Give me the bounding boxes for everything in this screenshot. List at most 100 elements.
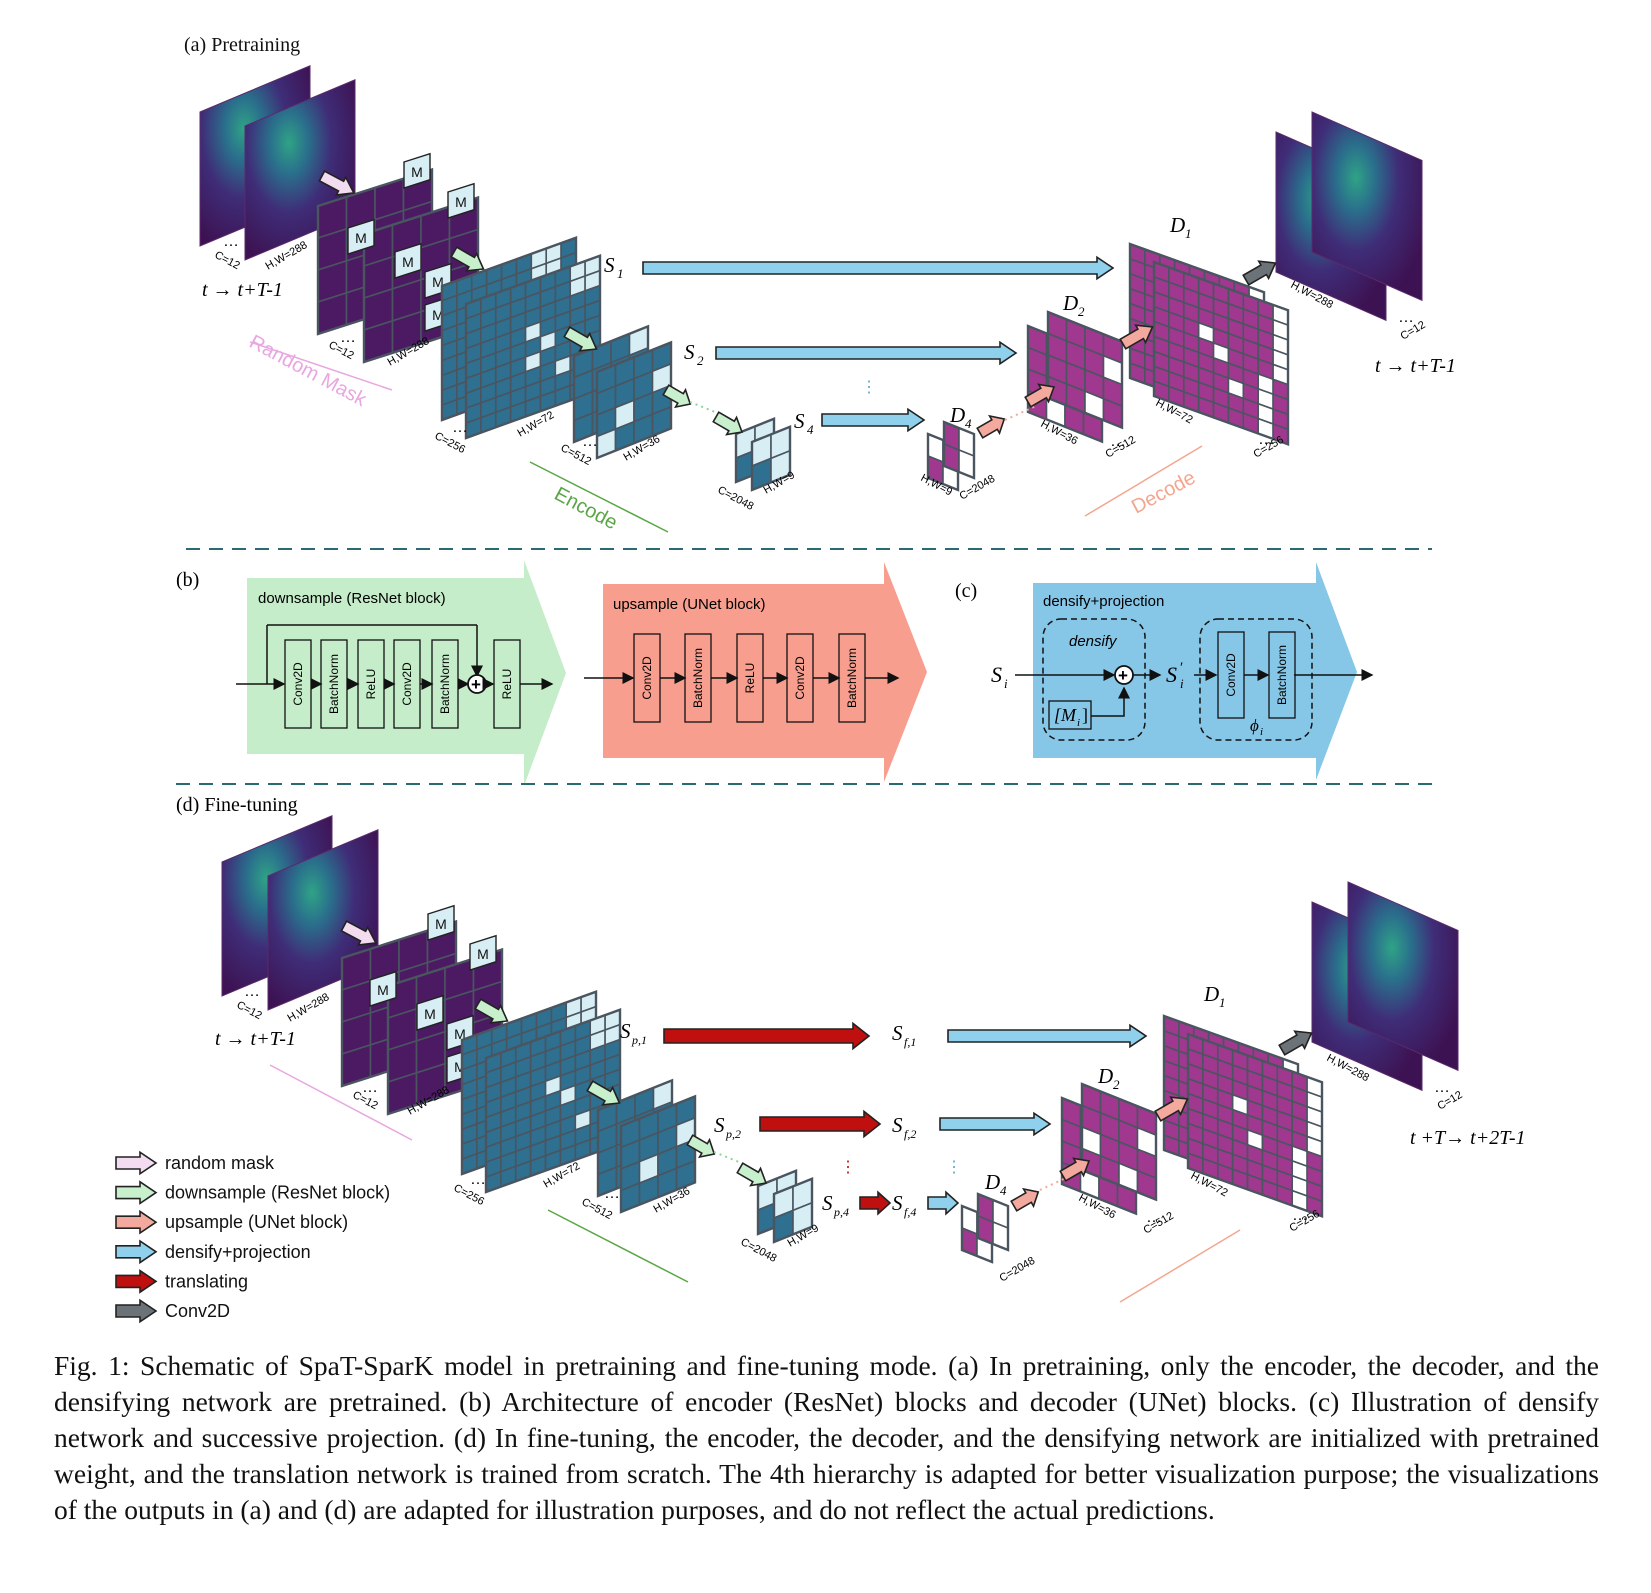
- d-output-ellipsis: …: [1434, 1079, 1450, 1096]
- panel-d-encode-line: [547, 1209, 689, 1283]
- block-label: ReLU: [743, 663, 757, 694]
- arrow-random-mask: [318, 170, 356, 196]
- mask-letter: M: [477, 946, 489, 962]
- legend-label-1: random mask: [165, 1153, 275, 1173]
- arrow-translate-1: [663, 1021, 871, 1051]
- d-dec-label-d2: D 2: [1097, 1064, 1120, 1092]
- skip-s2-sub: 2: [697, 353, 704, 368]
- legend-label-2: downsample (ResNet block): [165, 1183, 390, 1203]
- densify-label: densify: [1069, 633, 1118, 650]
- arrow-translate-4: [859, 1190, 892, 1216]
- masked-ellipsis: …: [340, 329, 356, 346]
- block-label: BatchNorm: [438, 654, 452, 714]
- si-sub: i: [1004, 676, 1008, 691]
- panel-d-encoder-3: [756, 1169, 814, 1244]
- d-arrow-random-mask: [340, 920, 378, 946]
- mask-m-3: M: [447, 182, 475, 219]
- panel-d-label: (d) Fine-tuning: [176, 794, 298, 816]
- panel-d-time-in: t → t+T-1: [215, 1028, 296, 1050]
- sp4-main: S: [822, 1191, 833, 1215]
- dec-d4-main: D: [949, 403, 965, 427]
- mask-letter: M: [435, 916, 447, 932]
- d-enc-dotted: [713, 1151, 745, 1165]
- block-label: BatchNorm: [845, 648, 859, 708]
- mask-letter: M: [454, 1026, 466, 1042]
- legend-item-2: downsample (ResNet block): [115, 1180, 390, 1205]
- panel-c-label: (c): [955, 580, 977, 602]
- panel-d-random-mask-line: [269, 1064, 413, 1141]
- sp1-label: S p,1: [620, 1019, 647, 1047]
- legend-label-4: densify+projection: [165, 1242, 311, 1262]
- panel-d-red-dots: ⋮: [840, 1159, 856, 1176]
- d-arrow-down-2: [586, 1080, 621, 1106]
- legend-label-3: upsample (UNet block): [165, 1212, 348, 1232]
- d-arrow-down-1: [474, 998, 509, 1024]
- output-frame-front: [1311, 111, 1423, 302]
- skip-s4-main: S: [794, 409, 805, 433]
- mask-cell: [403, 152, 431, 189]
- legend-item-6: Conv2D: [115, 1298, 230, 1324]
- sf2-main: S: [892, 1113, 903, 1137]
- arrow-down-4: [712, 411, 744, 436]
- mask-letter: M: [455, 194, 467, 210]
- enc1-ellipsis: …: [452, 419, 468, 436]
- mi-close: ]: [1082, 705, 1088, 725]
- legend-item-3: upsample (UNet block): [115, 1209, 348, 1235]
- arrow-densify-s4: [821, 407, 926, 433]
- d-mask-m-1: M: [427, 904, 455, 941]
- densify-dashed-box: [1042, 618, 1146, 741]
- dec2-ellipsis: …: [1110, 433, 1126, 450]
- mask-letter: M: [355, 230, 367, 246]
- plus-sign: +: [1118, 666, 1128, 685]
- mask-cell: [447, 182, 475, 219]
- d-mask-m-3: M: [469, 934, 497, 971]
- panel-a-time-in: t → t+T-1: [202, 279, 283, 301]
- block-label: ReLU: [364, 669, 378, 700]
- legend-item-4: densify+projection: [115, 1239, 311, 1265]
- legend-label-6: Conv2D: [165, 1301, 230, 1321]
- sprime-main: S: [1166, 662, 1177, 687]
- downsample-arrow-bg: [247, 560, 566, 786]
- arrow-down-3: [662, 384, 692, 409]
- sprime-sup: ′: [1180, 660, 1183, 676]
- panel-a-dec4-c-dim: C=2048: [958, 473, 998, 503]
- d-arrow-up-3: [1154, 1096, 1189, 1122]
- legend-swatch-5: [115, 1269, 158, 1294]
- sf2-sub: f,2: [904, 1127, 916, 1141]
- d-dec-label-d1: D 1: [1203, 982, 1226, 1010]
- panel-a-label: (a) Pretraining: [184, 34, 300, 56]
- grid-outline: [1046, 310, 1124, 430]
- block-label: BatchNorm: [1275, 645, 1289, 705]
- mask-letter: M: [424, 1006, 436, 1022]
- grid-outline: [1080, 1082, 1158, 1202]
- d-arrow-down-3: [686, 1134, 716, 1159]
- panel-a-masked-stack: MMMMMM…: [316, 152, 480, 364]
- sf1-sub: f,1: [904, 1035, 916, 1049]
- sf4-main: S: [892, 1191, 903, 1215]
- grid-outline: [619, 1094, 697, 1214]
- mi-main: [M: [1054, 705, 1077, 725]
- mask-m-2: M: [347, 218, 375, 255]
- d-enc2-frame-front: [619, 1094, 697, 1214]
- sp2-label: S p,2: [714, 1113, 741, 1141]
- d-dec-d1-sub: 1: [1219, 995, 1226, 1010]
- panel-d-decoder-2: …: [1060, 1082, 1162, 1226]
- mask-to-plus: [1091, 686, 1130, 717]
- dec-label-d1: D 1: [1169, 213, 1192, 241]
- panel-a-encoder-2: …: [572, 324, 673, 460]
- mi-sub: i: [1077, 717, 1080, 729]
- d-enc3-frame-front: [772, 1177, 814, 1244]
- d-arrow-down-4: [736, 1162, 768, 1187]
- phi-main: ϕ: [1250, 716, 1259, 735]
- dec-d4-sub: 4: [965, 416, 972, 431]
- down-plus-sign: +: [471, 675, 481, 694]
- panel-a-encoder-1: …: [440, 236, 602, 440]
- sf4-label: S f,4: [892, 1191, 916, 1219]
- downsample-title: downsample (ResNet block): [258, 590, 446, 607]
- dec1-ellipsis: …: [1258, 431, 1274, 448]
- d-arrow-conv2d: [1278, 1030, 1313, 1056]
- enc3-frame-front: [750, 425, 792, 492]
